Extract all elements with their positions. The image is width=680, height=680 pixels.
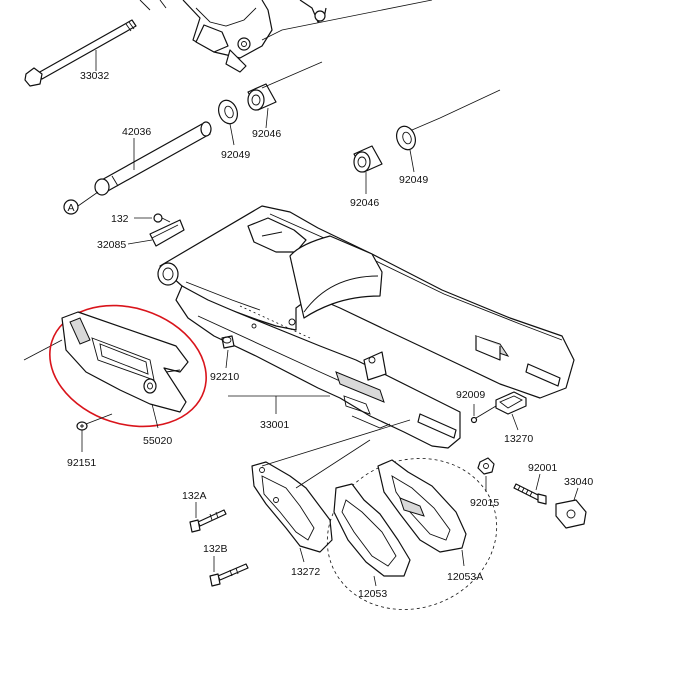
label-92049-right: 92049 (399, 174, 428, 186)
bolt-92001 (513, 483, 547, 505)
guide-detail-circle (326, 458, 498, 610)
label-13270: 13270 (504, 433, 533, 445)
plate-33040 (555, 499, 587, 529)
label-132b: 132B (203, 543, 228, 555)
label-132: 132 (111, 213, 129, 225)
bolt-33032 (24, 19, 137, 87)
highlight-circle (49, 304, 207, 428)
guide-12053 (333, 483, 411, 577)
leader-92049-left (229, 123, 235, 146)
bracket-32085 (149, 219, 185, 247)
label-55020: 55020 (143, 435, 172, 447)
bolt-132b (209, 563, 249, 587)
leader-12053 (373, 575, 377, 587)
circle-a-marker (63, 199, 79, 215)
slider-55020 (61, 311, 189, 413)
shaft-42036 (94, 121, 212, 196)
leader-92046-top (265, 107, 269, 129)
collar-92210 (221, 323, 257, 349)
leader-92210 (225, 349, 229, 369)
label-92015: 92015 (470, 497, 499, 509)
leader-92001 (535, 473, 541, 491)
swingarm-33001 (157, 205, 575, 449)
guide-12053a (377, 459, 467, 553)
seal-92049-left (217, 99, 239, 125)
leader-33040 (573, 487, 579, 501)
leader-12053a (461, 549, 465, 567)
leader-13272 (299, 547, 305, 563)
nut-92015 (477, 457, 495, 475)
label-92009: 92009 (456, 389, 485, 401)
leader-a (77, 191, 99, 207)
leader-55020 (151, 403, 159, 429)
frame-section (139, 0, 433, 73)
bolt-132a (189, 509, 227, 533)
label-32085: 32085 (97, 239, 126, 251)
label-33032: 33032 (80, 70, 109, 82)
label-92001: 92001 (528, 462, 557, 474)
label-33001: 33001 (260, 419, 289, 431)
label-33040: 33040 (564, 476, 593, 488)
screw-92151 (76, 413, 113, 431)
bracket-13272 (251, 419, 411, 553)
label-42036: 42036 (122, 126, 151, 138)
leader-highlight (23, 339, 63, 361)
seal-92049-right (395, 89, 501, 151)
leader-13270 (511, 413, 519, 431)
bolt-132 (153, 213, 171, 223)
label-12053: 12053 (358, 588, 387, 600)
label-92046-right: 92046 (350, 197, 379, 209)
bearing-92046-top (247, 61, 323, 111)
label-12053a: 12053A (447, 571, 483, 583)
bearing-92046-right (353, 145, 383, 173)
bolt-92009 (470, 405, 497, 424)
label-13272: 13272 (291, 566, 320, 578)
leader-32085 (127, 239, 153, 245)
block-13270 (495, 391, 527, 415)
label-92151: 92151 (67, 457, 96, 469)
label-92049-left: 92049 (221, 149, 250, 161)
label-a: A (68, 202, 75, 214)
label-132a: 132A (182, 490, 207, 502)
label-92210: 92210 (210, 371, 239, 383)
label-92046-top: 92046 (252, 128, 281, 140)
leader-92049-right (409, 149, 415, 173)
